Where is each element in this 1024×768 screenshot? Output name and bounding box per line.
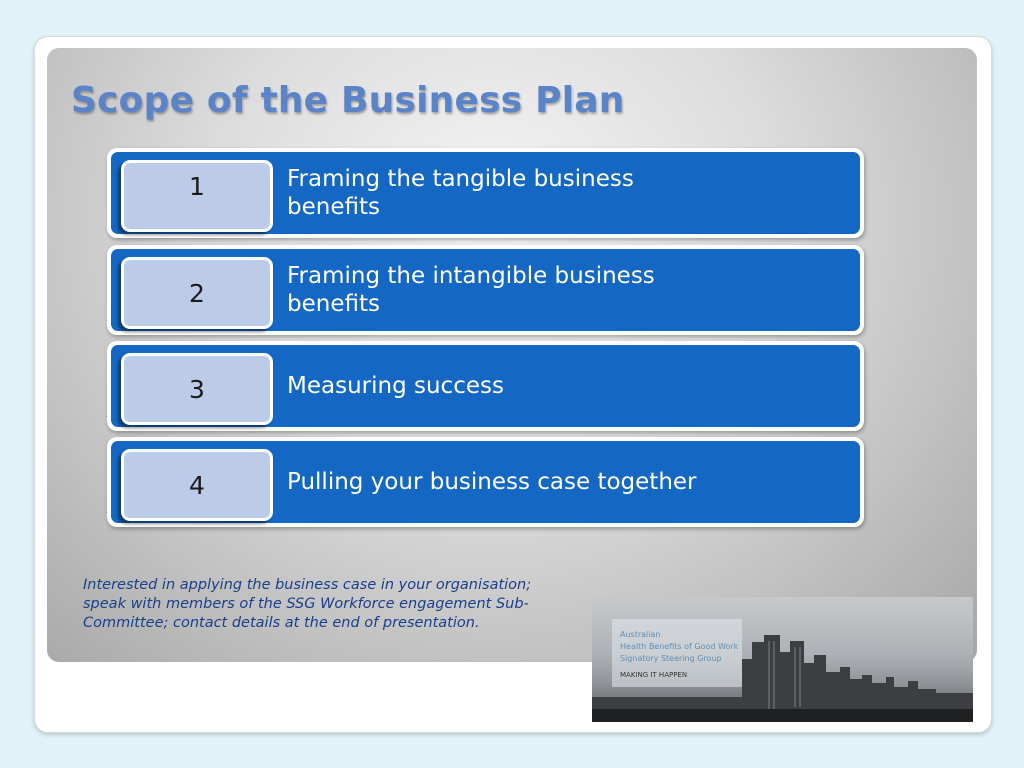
- item-number: 4: [121, 449, 273, 521]
- caption-line: Australian: [620, 630, 661, 639]
- item-text: Framing the intangible business benefits: [287, 263, 655, 317]
- caption-tagline: MAKING IT HAPPEN: [620, 671, 688, 679]
- item-number: 3: [121, 353, 273, 425]
- skyline-graphic: [592, 635, 973, 722]
- caption-line: Health Benefits of Good Work: [620, 642, 739, 651]
- item-bar: 1 Framing the tangible business benefits: [111, 152, 860, 234]
- slide-title: Scope of the Business Plan: [71, 80, 625, 121]
- footnote: Interested in applying the business case…: [83, 577, 532, 631]
- city-skyline-image: Australian Health Benefits of Good Work …: [592, 597, 973, 722]
- list-item: 4 Pulling your business case together: [107, 437, 864, 527]
- list-item: 2 Framing the intangible business benefi…: [107, 245, 864, 335]
- item-text: Measuring success: [287, 373, 504, 399]
- item-number: 1: [121, 160, 273, 232]
- item-bar: 3 Measuring success: [111, 345, 860, 427]
- list-item: 1 Framing the tangible business benefits: [107, 148, 864, 238]
- item-text: Framing the tangible business benefits: [287, 166, 634, 220]
- list-item: 3 Measuring success: [107, 341, 864, 431]
- item-bar: 4 Pulling your business case together: [111, 441, 860, 523]
- item-number: 2: [121, 257, 273, 329]
- image-caption: Australian Health Benefits of Good Work …: [612, 619, 742, 687]
- caption-line: Signatory Steering Group: [620, 654, 722, 663]
- item-text: Pulling your business case together: [287, 469, 697, 495]
- item-bar: 2 Framing the intangible business benefi…: [111, 249, 860, 331]
